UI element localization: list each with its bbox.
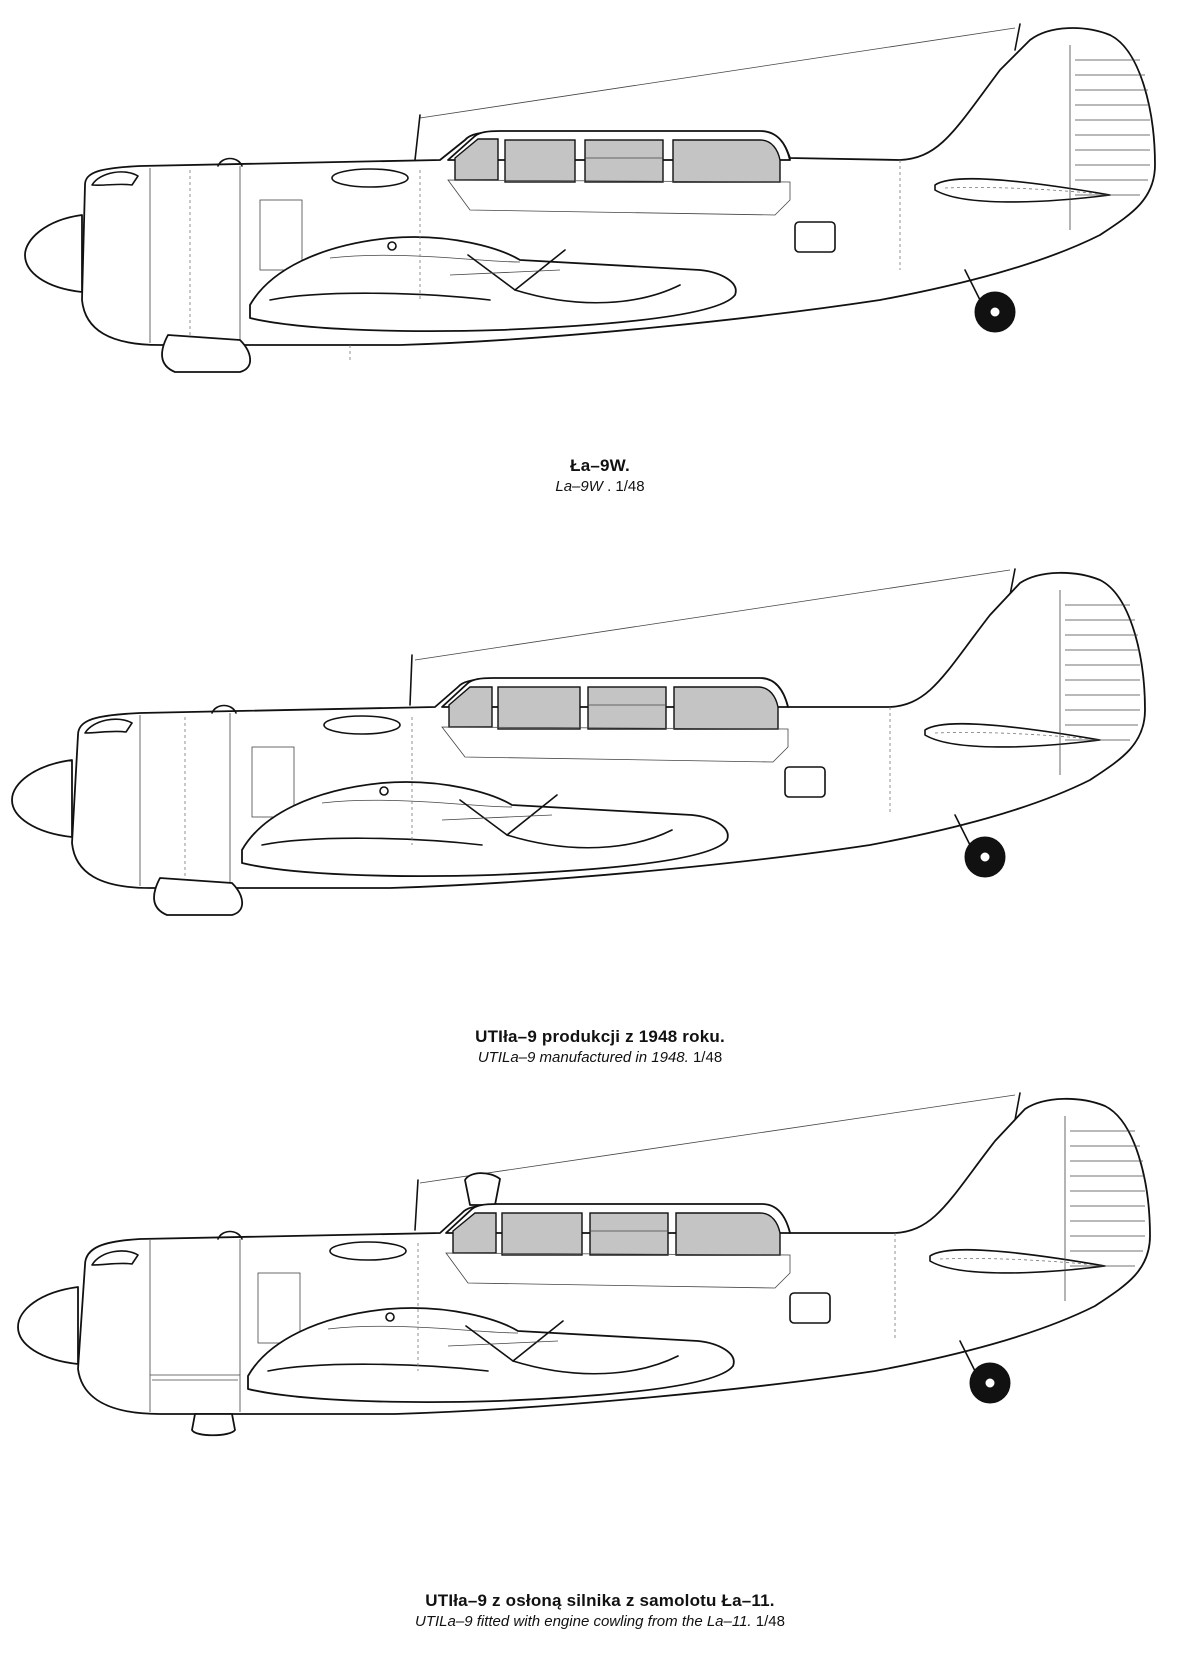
canopy-glass-middle: [584, 139, 664, 183]
access-panel: [259, 199, 303, 271]
tail-antenna-mast: [1014, 1092, 1021, 1121]
caption-figure-2: UTIła–9 produkcji z 1948 roku. UTILa–9 m…: [0, 1026, 1200, 1068]
rudder-ribs: [1065, 604, 1140, 741]
propeller-spinner: [24, 214, 83, 293]
aircraft-drawing: [24, 23, 1156, 373]
wing-root-fairing: [247, 1307, 735, 1403]
antenna-wire: [419, 27, 1016, 119]
rudder-ribs: [1075, 59, 1150, 196]
caption-title-pl: Ła–9W.: [570, 456, 630, 475]
windscreen-glass: [454, 138, 499, 181]
instructor-head-fairing: [464, 1172, 501, 1206]
wing-root-fairing: [249, 236, 737, 332]
inspection-hatch: [784, 766, 826, 798]
caption-title-pl: UTIła–9 produkcji z 1948 roku.: [475, 1027, 725, 1046]
rudder-ribs: [1070, 1130, 1145, 1267]
canopy-glass-front: [504, 139, 576, 183]
tail-antenna-mast: [1014, 23, 1021, 51]
wing-leading-edge: [269, 292, 491, 301]
tail-antenna-mast: [1009, 568, 1016, 596]
aircraft-side-view-utila-9-la11-cowl: [0, 1075, 1200, 1495]
wing-root-fairing: [241, 781, 729, 877]
cowl-scoop: [211, 704, 237, 714]
fuel-filler-cap: [331, 168, 409, 188]
canopy-glass-middle: [587, 686, 667, 730]
caption-title-en: UTILa–9 manufactured in 1948. 1/48: [477, 1049, 723, 1066]
fuel-filler-cap: [329, 1241, 407, 1261]
cowl-scoop: [217, 1230, 243, 1240]
aircraft-drawing: [17, 1092, 1151, 1437]
caption-figure-1: Ła–9W. La–9W . 1/48: [0, 455, 1200, 497]
caption-title-en: UTILa–9 fitted with engine cowling from …: [415, 1613, 785, 1630]
antenna-mast: [414, 1179, 419, 1231]
fuel-filler-cap: [323, 715, 401, 735]
wing-leading-edge: [267, 1363, 489, 1372]
exhaust-port: [84, 718, 133, 734]
canopy-glass-rear: [672, 139, 781, 183]
exhaust-port: [91, 171, 139, 187]
oil-cooler: [191, 1413, 236, 1437]
propeller-spinner: [17, 1286, 79, 1365]
canopy-glass-front: [501, 1212, 583, 1256]
antenna-wire: [419, 1094, 1016, 1184]
canopy-glass-middle: [589, 1212, 669, 1256]
antenna-mast: [414, 114, 421, 161]
windscreen-glass: [452, 1212, 497, 1254]
inspection-hatch: [789, 1292, 831, 1324]
aircraft-side-view-utila-9-1948: [0, 555, 1200, 975]
canopy-glass-rear: [675, 1212, 781, 1256]
caption-figure-3: UTIła–9 z osłoną silnika z samolotu Ła–1…: [0, 1590, 1200, 1632]
antenna-wire: [414, 569, 1011, 661]
inspection-hatch: [794, 221, 836, 253]
antenna-mast: [409, 654, 413, 706]
oil-cooler: [153, 877, 244, 916]
canopy-glass-front: [497, 686, 581, 730]
oil-cooler: [161, 334, 252, 373]
windscreen-glass: [448, 686, 493, 728]
canopy-glass-rear: [673, 686, 779, 730]
aircraft-drawing: [11, 568, 1146, 916]
aircraft-side-view-la-9w: [0, 0, 1200, 420]
caption-title-en: La–9W . 1/48: [555, 478, 645, 495]
cowl-scoop: [217, 157, 243, 167]
wing-leading-edge: [261, 837, 483, 846]
propeller-spinner: [11, 759, 73, 838]
caption-title-pl: UTIła–9 z osłoną silnika z samolotu Ła–1…: [425, 1591, 775, 1610]
exhaust-port: [91, 1250, 139, 1266]
